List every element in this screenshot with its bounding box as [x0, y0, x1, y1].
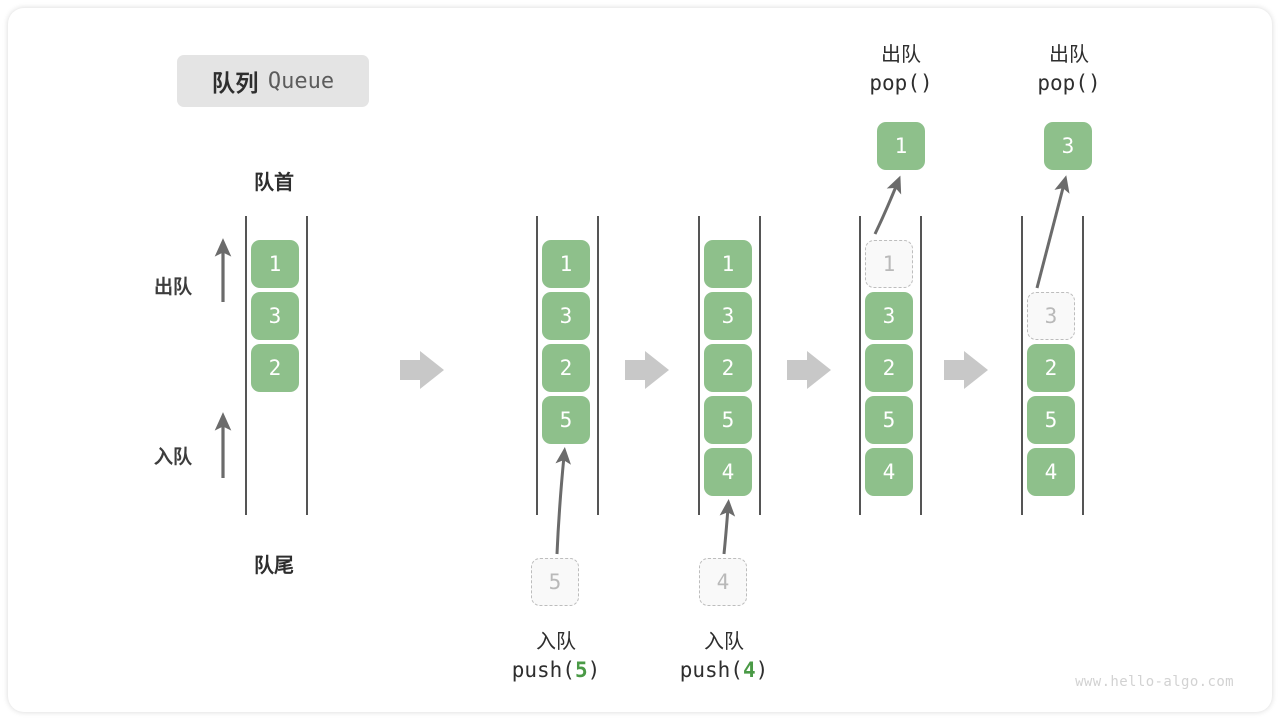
enqueue-direction-label: 入队 — [154, 447, 193, 468]
queue-cell: 5 — [704, 396, 752, 444]
push-5-caption-cn: 入队 — [536, 631, 576, 653]
queue-rail-right-5 — [1082, 216, 1084, 515]
queue-cell: 5 — [542, 396, 590, 444]
queue-rail-left-5 — [1021, 216, 1023, 515]
queue-head-label: 队首 — [254, 172, 294, 194]
queue-cell: 4 — [865, 448, 913, 496]
push-4-motion-arrow — [719, 499, 736, 555]
queue-tail-label: 队尾 — [254, 555, 294, 577]
title-chinese: 队列 — [211, 70, 259, 96]
incoming-ghost-cell: 4 — [699, 558, 747, 606]
pop-3-caption-code: pop() — [1037, 71, 1101, 96]
step-arrow-icon-3 — [787, 351, 831, 389]
queue-cell: 2 — [1027, 344, 1075, 392]
arrows-overlay — [214, 175, 1070, 555]
pop-1-caption-code: pop() — [869, 71, 933, 96]
push-5-caption: 入队 push(5) — [466, 628, 646, 686]
queue-cell: 5 — [865, 396, 913, 444]
pop-1-caption-cn: 出队 — [881, 44, 921, 66]
queue-rail-left-2 — [536, 216, 538, 515]
push-5-caption-code: push(5) — [511, 658, 601, 683]
queue-rail-left-1 — [245, 216, 247, 515]
dequeue-direction-label: 出队 — [154, 277, 193, 298]
queue-cell-ghost: 1 — [865, 240, 913, 288]
title-english: Queue — [267, 68, 335, 94]
step-arrow-icon-2 — [625, 351, 669, 389]
queue-cell: 2 — [542, 344, 590, 392]
queue-rail-left-3 — [698, 216, 700, 515]
queue-cell-ghost: 3 — [1027, 292, 1075, 340]
queue-cell: 5 — [1027, 396, 1075, 444]
incoming-ghost-cell: 5 — [531, 558, 579, 606]
pop-3-caption-cn: 出队 — [1049, 44, 1089, 66]
pop-1-motion-arrow — [873, 175, 902, 235]
queue-cell: 4 — [1027, 448, 1075, 496]
push-4-caption-cn: 入队 — [704, 631, 744, 653]
queue-cell: 3 — [704, 292, 752, 340]
queue-rail-left-4 — [859, 216, 861, 515]
push-5-motion-arrow — [555, 447, 571, 555]
queue-rail-right-3 — [759, 216, 761, 515]
queue-cell: 2 — [251, 344, 299, 392]
queue-cell: 3 — [542, 292, 590, 340]
watermark: www.hello-algo.com — [1075, 674, 1234, 690]
queue-cell: 1 — [542, 240, 590, 288]
queue-cell: 2 — [704, 344, 752, 392]
queue-cell: 2 — [865, 344, 913, 392]
queue-cell: 3 — [865, 292, 913, 340]
queue-cell: 3 — [251, 292, 299, 340]
push-4-caption-code: push(4) — [679, 658, 769, 683]
queue-cell: 4 — [704, 448, 752, 496]
push-4-caption: 入队 push(4) — [634, 628, 814, 686]
popped-cell: 1 — [877, 122, 925, 170]
queue-rail-right-1 — [306, 216, 308, 515]
queue-cell: 1 — [704, 240, 752, 288]
pop-3-caption: 出队 pop() — [979, 41, 1159, 99]
step-arrow-icon-1 — [400, 351, 444, 389]
diagram-title-badge: 队列 Queue — [177, 55, 369, 107]
step-arrow-icon-4 — [944, 351, 988, 389]
queue-rail-right-2 — [597, 216, 599, 515]
popped-cell: 3 — [1044, 122, 1092, 170]
diagram-card: 队列 Queue 队首 队尾 出队 入队 1 3 2 1 3 2 5 5 入队 … — [8, 8, 1272, 712]
queue-rail-right-4 — [920, 216, 922, 515]
pop-3-motion-arrow — [1035, 175, 1070, 289]
queue-cell: 1 — [251, 240, 299, 288]
pop-1-caption: 出队 pop() — [811, 41, 991, 99]
